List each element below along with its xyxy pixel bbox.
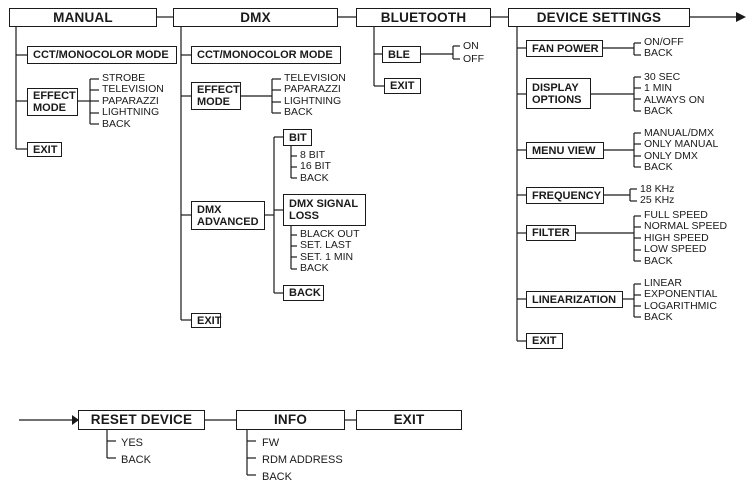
- menu-manual[interactable]: MANUAL: [9, 8, 157, 27]
- option-back[interactable]: BACK: [644, 161, 673, 174]
- arrow-right-icon: [72, 415, 79, 425]
- option-set-1-min[interactable]: SET. 1 MIN: [300, 250, 354, 263]
- menu-device-settings[interactable]: DEVICE SETTINGS: [508, 8, 690, 27]
- dmx-signal-loss-options: BLACK OUT SET. LAST SET. 1 MIN BACK: [300, 228, 360, 275]
- display-options-line2: OPTIONS: [532, 93, 582, 106]
- option-back[interactable]: BACK: [102, 117, 131, 130]
- option-18-khz[interactable]: 18 KHz: [640, 183, 675, 195]
- device-menu-view[interactable]: MENU VIEW: [526, 142, 604, 159]
- option-on-off[interactable]: ON/OFF: [644, 36, 684, 48]
- option-paparazzi[interactable]: PAPARAZZI: [102, 94, 159, 107]
- dmx-advanced[interactable]: DMX ADVANCED: [191, 201, 265, 230]
- option-low-speed[interactable]: LOW SPEED: [644, 243, 707, 256]
- device-filter[interactable]: FILTER: [526, 225, 576, 241]
- option-set-last[interactable]: SET. LAST: [300, 239, 352, 252]
- option-fw[interactable]: FW: [262, 437, 280, 449]
- option-back[interactable]: BACK: [300, 171, 329, 184]
- fan-power-options: ON/OFF BACK: [644, 36, 684, 60]
- option-black-out[interactable]: BLACK OUT: [300, 228, 360, 240]
- display-options-values: 30 SEC 1 MIN ALWAYS ON BACK: [644, 71, 705, 118]
- linearization-options: LINEAR EXPONENTIAL LOGARITHMIC BACK: [644, 277, 718, 324]
- option-back[interactable]: BACK: [262, 471, 292, 483]
- display-options-line1: DISPLAY: [532, 81, 579, 94]
- option-yes[interactable]: YES: [121, 437, 144, 449]
- option-lightning[interactable]: LIGHTNING: [284, 94, 342, 107]
- option-lightning[interactable]: LIGHTNING: [102, 106, 160, 119]
- arrow-right-icon: [736, 12, 746, 22]
- dmx-effect-mode[interactable]: EFFECT MODE: [191, 82, 241, 110]
- manual-exit[interactable]: EXIT: [27, 142, 62, 157]
- dmx-effect-mode-line2: MODE: [197, 96, 230, 108]
- dmx-bit-options: 8 BIT 16 BIT BACK: [300, 149, 331, 184]
- bluetooth-ble-options: ON OFF: [463, 40, 484, 65]
- info-options: FW RDM ADDRESS BACK: [262, 435, 343, 486]
- dmx-bit[interactable]: BIT: [283, 129, 312, 146]
- option-only-dmx[interactable]: ONLY DMX: [644, 149, 698, 162]
- menu-view-options: MANUAL/DMX ONLY MANUAL ONLY DMX BACK: [644, 127, 719, 174]
- option-normal-speed[interactable]: NORMAL SPEED: [644, 220, 728, 233]
- device-display-options[interactable]: DISPLAY OPTIONS: [526, 78, 591, 109]
- option-paparazzi[interactable]: PAPARAZZI: [284, 83, 341, 96]
- device-linearization[interactable]: LINEARIZATION: [526, 291, 623, 308]
- option-30-sec[interactable]: 30 SEC: [644, 71, 681, 83]
- device-frequency[interactable]: FREQUENCY: [526, 187, 604, 204]
- bluetooth-exit[interactable]: EXIT: [384, 78, 421, 94]
- option-full-speed[interactable]: FULL SPEED: [644, 209, 708, 221]
- manual-effect-mode-line2: MODE: [33, 102, 66, 114]
- menu-bluetooth[interactable]: BLUETOOTH: [356, 8, 491, 27]
- menu-dmx[interactable]: DMX: [173, 8, 338, 27]
- option-back[interactable]: BACK: [121, 454, 151, 466]
- frequency-options: 18 KHz 25 KHz: [640, 183, 675, 207]
- option-25-khz[interactable]: 25 KHz: [640, 194, 675, 207]
- manual-cct-mode[interactable]: CCT/MONOCOLOR MODE: [27, 46, 177, 64]
- manual-effect-options: STROBE TELEVISION PAPARAZZI LIGHTNING BA…: [102, 72, 164, 130]
- option-exponential[interactable]: EXPONENTIAL: [644, 288, 718, 301]
- option-back[interactable]: BACK: [644, 47, 673, 60]
- option-television[interactable]: TELEVISION: [102, 83, 164, 96]
- option-manual-dmx[interactable]: MANUAL/DMX: [644, 127, 715, 139]
- dmx-signal-loss-line1: DMX SIGNAL: [289, 198, 359, 210]
- option-logarithmic[interactable]: LOGARITHMIC: [644, 299, 717, 312]
- option-back[interactable]: BACK: [644, 105, 673, 118]
- manual-effect-mode-line1: EFFECT: [33, 90, 76, 102]
- option-television[interactable]: TELEVISION: [284, 72, 346, 84]
- dmx-exit[interactable]: EXIT: [191, 313, 221, 328]
- dmx-signal-loss[interactable]: DMX SIGNAL LOSS: [283, 194, 366, 226]
- option-rdm-address[interactable]: RDM ADDRESS: [262, 454, 343, 466]
- reset-device-options: YES BACK: [121, 435, 151, 469]
- manual-effect-mode[interactable]: EFFECT MODE: [27, 88, 78, 116]
- dmx-advanced-line2: ADVANCED: [197, 215, 259, 228]
- dmx-effect-mode-line1: EFFECT: [197, 84, 240, 96]
- dmx-advanced-back[interactable]: BACK: [283, 285, 324, 301]
- option-back[interactable]: BACK: [644, 311, 673, 324]
- option-back[interactable]: BACK: [284, 106, 313, 119]
- option-8-bit[interactable]: 8 BIT: [300, 149, 326, 161]
- device-fan-power[interactable]: FAN POWER: [526, 40, 603, 57]
- device-exit[interactable]: EXIT: [526, 333, 563, 349]
- option-off[interactable]: OFF: [463, 52, 484, 65]
- option-back[interactable]: BACK: [300, 262, 329, 275]
- option-on[interactable]: ON: [463, 40, 479, 52]
- bluetooth-ble[interactable]: BLE: [382, 46, 421, 63]
- dmx-signal-loss-line2: LOSS: [289, 210, 319, 222]
- option-16-bit[interactable]: 16 BIT: [300, 160, 331, 173]
- dmx-cct-mode[interactable]: CCT/MONOCOLOR MODE: [191, 46, 341, 64]
- dmx-advanced-line1: DMX: [197, 203, 222, 216]
- option-linear[interactable]: LINEAR: [644, 277, 682, 289]
- dmx-effect-options: TELEVISION PAPARAZZI LIGHTNING BACK: [284, 72, 346, 119]
- menu-reset-device[interactable]: RESET DEVICE: [78, 410, 205, 430]
- menu-info[interactable]: INFO: [236, 410, 345, 430]
- option-always-on[interactable]: ALWAYS ON: [644, 93, 705, 106]
- option-only-manual[interactable]: ONLY MANUAL: [644, 138, 719, 151]
- filter-options: FULL SPEED NORMAL SPEED HIGH SPEED LOW S…: [644, 209, 728, 267]
- option-high-speed[interactable]: HIGH SPEED: [644, 231, 709, 244]
- menu-exit[interactable]: EXIT: [356, 410, 462, 430]
- option-strobe[interactable]: STROBE: [102, 72, 146, 84]
- option-1-min[interactable]: 1 MIN: [644, 82, 673, 95]
- option-back[interactable]: BACK: [644, 254, 673, 267]
